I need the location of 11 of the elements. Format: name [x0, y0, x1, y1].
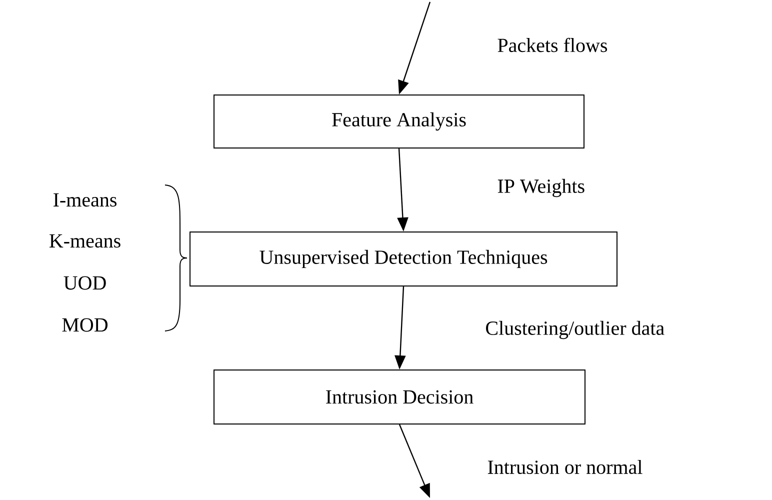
edge-label: IP Weights	[498, 178, 584, 198]
method-label: MOD	[62, 318, 108, 332]
method-label: UOD	[64, 276, 106, 290]
process-box: Unsupervised Detection Techniques	[190, 232, 618, 286]
edge-label: Clustering/outlier data	[486, 320, 664, 340]
method-label: I-means	[54, 193, 116, 207]
process-box: Intrusion Decision	[214, 369, 586, 424]
process-box: Feature Analysis	[214, 94, 584, 148]
method-label: K-means	[50, 234, 120, 248]
edge-label: Intrusion or normal	[488, 460, 642, 474]
edge-label: Packets flows	[498, 38, 608, 52]
